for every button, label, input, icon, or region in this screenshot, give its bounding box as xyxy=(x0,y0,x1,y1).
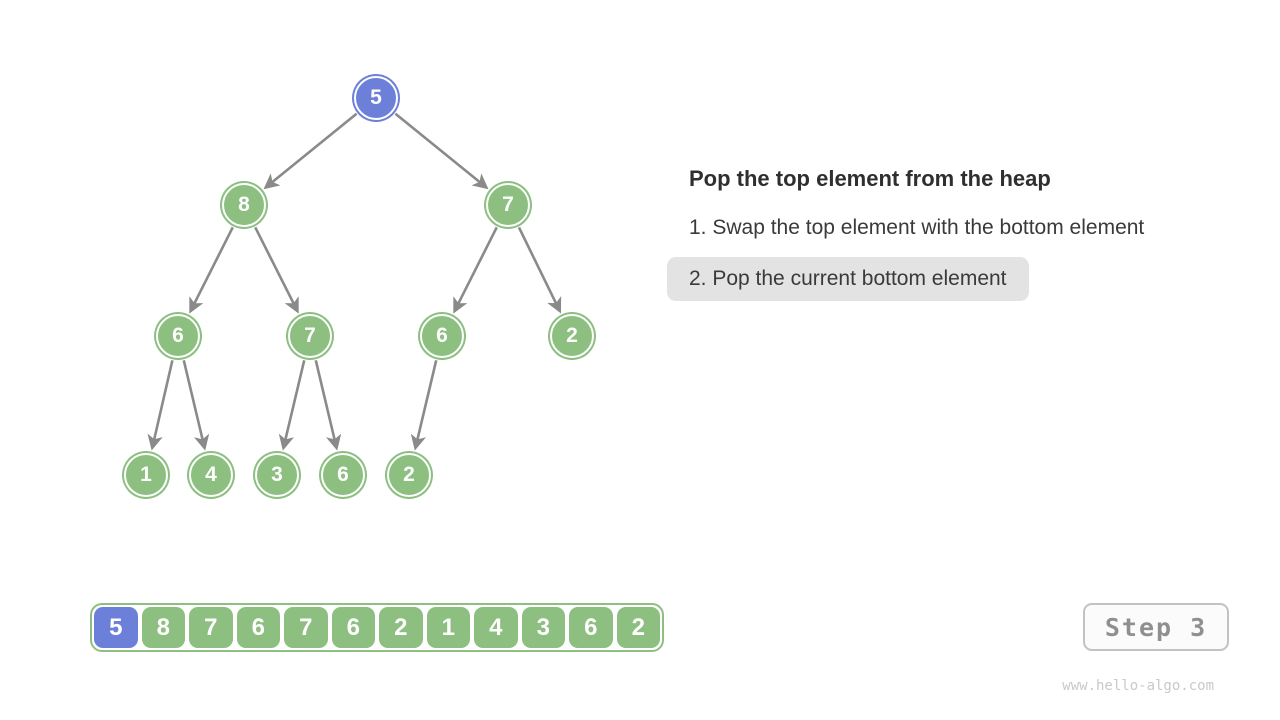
tree-node: 7 xyxy=(486,183,530,227)
tree-edge xyxy=(182,360,210,451)
array-cell: 6 xyxy=(569,607,613,648)
array-cell: 7 xyxy=(284,607,328,648)
tree-edge xyxy=(410,360,438,451)
tree-node-value: 7 xyxy=(304,324,316,347)
tree-edge xyxy=(263,112,358,190)
tree-node: 2 xyxy=(387,453,431,497)
tree-node-value: 6 xyxy=(436,324,448,347)
tree-node: 1 xyxy=(124,453,168,497)
tree-edge xyxy=(189,226,234,314)
array-cell: 8 xyxy=(141,607,185,648)
tree-node: 7 xyxy=(288,314,332,358)
tree-node-value: 1 xyxy=(140,463,152,486)
array-cell: 3 xyxy=(521,607,565,648)
step-indicator: Step 3 xyxy=(1083,603,1229,651)
website-url: www.hello-algo.com xyxy=(1062,678,1214,694)
array-cell: 4 xyxy=(474,607,518,648)
tree-node: 6 xyxy=(420,314,464,358)
tree-node-value: 6 xyxy=(172,324,184,347)
tree-node: 3 xyxy=(255,453,299,497)
instruction-step-highlighted: 2. Pop the current bottom element xyxy=(667,257,1029,301)
array-cell: 2 xyxy=(379,607,423,648)
tree-node-value: 5 xyxy=(370,86,382,109)
tree-node-value: 7 xyxy=(502,193,514,216)
instructions-steps: 1. Swap the top element with the bottom … xyxy=(667,213,1247,301)
instruction-step: 1. Swap the top element with the bottom … xyxy=(689,216,1145,239)
tree-node: 6 xyxy=(156,314,200,358)
tree-node: 2 xyxy=(550,314,594,358)
tree-edge xyxy=(254,226,299,314)
tree-node: 4 xyxy=(189,453,233,497)
tree-node-value: 4 xyxy=(205,463,217,486)
array-cell: 5 xyxy=(94,607,138,648)
tree-node-value: 6 xyxy=(337,463,349,486)
tree-node: 8 xyxy=(222,183,266,227)
tree-edges-layer xyxy=(147,112,562,451)
tree-node: 5 xyxy=(354,76,398,120)
tree-node: 6 xyxy=(321,453,365,497)
tree-edge xyxy=(394,112,489,190)
tree-edge xyxy=(517,226,562,314)
array-cell: 6 xyxy=(236,607,280,648)
instructions-title: Pop the top element from the heap xyxy=(689,166,1051,191)
instructions-panel: Pop the top element from the heap 1. Swa… xyxy=(667,164,1247,301)
tree-edge xyxy=(314,360,342,451)
tree-node-value: 2 xyxy=(403,463,415,486)
tree-edge xyxy=(278,360,306,451)
tree-edge xyxy=(453,226,498,314)
tree-node-value: 8 xyxy=(238,193,250,216)
array-cell: 6 xyxy=(331,607,375,648)
array-cell: 2 xyxy=(616,607,660,648)
tree-edge xyxy=(147,360,174,451)
tree-node-value: 2 xyxy=(566,324,578,347)
array-cell: 1 xyxy=(426,607,470,648)
array-cell: 7 xyxy=(189,607,233,648)
tree-node-value: 3 xyxy=(271,463,283,486)
